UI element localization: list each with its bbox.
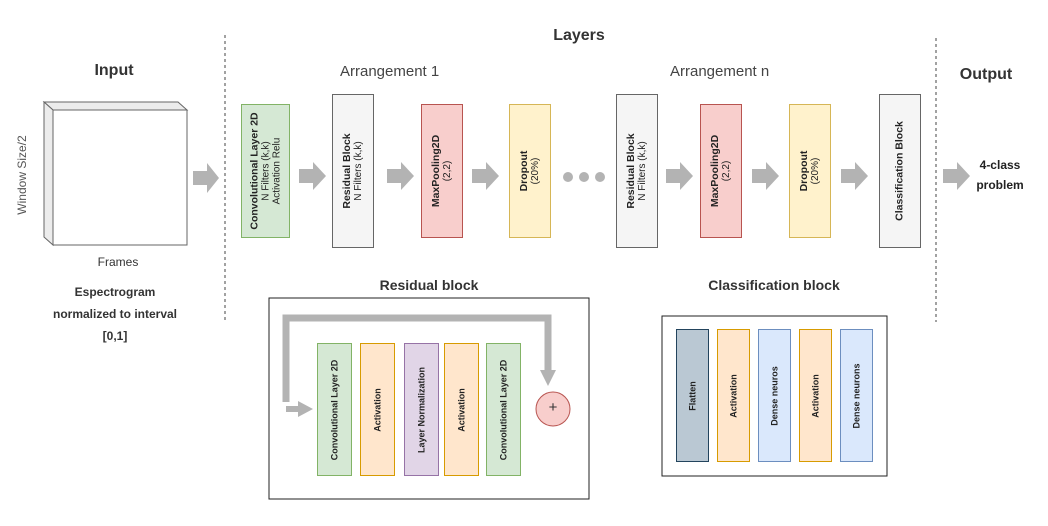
ellipsis-dots <box>563 172 605 182</box>
dropout-2-box: Dropout (20%) <box>789 104 831 238</box>
window-size-label: Window Size/2 <box>15 135 29 215</box>
residual-block-frame <box>268 297 590 500</box>
add-node <box>535 391 571 427</box>
residual-activation-1-label: Activation <box>372 387 382 432</box>
classification-block-frame <box>661 315 888 477</box>
arrangement-1-label: Arrangement 1 <box>340 63 440 80</box>
dropout-2-title: Dropout <box>798 150 810 192</box>
residual-layer-norm-box: Layer Normalization <box>404 343 439 476</box>
classification-block-text: Classification Block <box>893 121 906 221</box>
residual-block-1-filters: N Filters (k,k) <box>353 141 364 201</box>
dropout-1-box: Dropout (20%) <box>509 104 551 238</box>
input-description-line2: normalized to interval <box>52 307 178 321</box>
maxpooling-1-box: MaxPooling2D (2,2) <box>421 104 463 238</box>
conv-layer-text: Convolutional Layer 2D N Filters (k,k) A… <box>248 112 282 230</box>
arrow-class-output <box>943 162 970 190</box>
arrow-pool1-drop1 <box>472 162 499 190</box>
conv-layer-box: Convolutional Layer 2D N Filters (k,k) A… <box>241 104 290 238</box>
dense-2-label: Dense neurons <box>851 362 861 429</box>
dropout-1-rate: (20%) <box>530 157 541 185</box>
input-description-line3: [0,1] <box>102 329 128 343</box>
residual-block-1-box: Residual Block N Filters (k,k) <box>332 94 374 248</box>
residual-layer-norm-label: Layer Normalization <box>416 366 426 453</box>
input-title: Input <box>94 62 134 79</box>
flatten-label: Flatten <box>687 380 697 411</box>
input-description-line1: Espectrogram <box>74 285 156 299</box>
class-activation-2-label: Activation <box>810 373 820 418</box>
dense-2-box: Dense neurons <box>840 329 873 462</box>
maxpooling-2-size: (2,2) <box>721 160 732 182</box>
dropout-2-text: Dropout (20%) <box>798 150 821 192</box>
pipeline-arrows <box>193 162 970 193</box>
maxpooling-1-title: MaxPooling2D <box>430 134 442 208</box>
arrow-res1-pool1 <box>387 162 414 190</box>
residual-conv-2-label: Convolutional Layer 2D <box>498 359 508 460</box>
class-activation-1-label: Activation <box>728 373 738 418</box>
dropout-2-rate: (20%) <box>810 157 821 185</box>
residual-activation-1-box: Activation <box>360 343 395 476</box>
conv-layer-activation: Activation Relu <box>271 137 282 205</box>
maxpooling-1-size: (2,2) <box>442 160 453 182</box>
residual-block-2-box: Residual Block N Filters (k,k) <box>616 94 658 248</box>
add-symbol: + <box>548 399 558 416</box>
skip-connection <box>282 314 556 417</box>
dropout-1-title: Dropout <box>518 150 530 192</box>
classification-block-box: Classification Block <box>879 94 921 248</box>
layers-title: Layers <box>553 27 605 44</box>
input-description: Espectrogram normalized to interval [0,1… <box>30 281 200 347</box>
flatten-box: Flatten <box>676 329 709 462</box>
arrow-input-conv <box>193 163 219 193</box>
classification-block-title: Classification block <box>708 277 840 293</box>
conv-layer-title: Convolutional Layer 2D <box>248 112 260 230</box>
residual-block-1-title: Residual Block <box>341 133 353 209</box>
output-title: Output <box>959 66 1013 83</box>
frames-label: Frames <box>97 255 139 269</box>
residual-block-1-text: Residual Block N Filters (k,k) <box>341 133 364 209</box>
arrow-res2-pool2 <box>666 162 693 190</box>
output-label: 4-class problem <box>970 155 1030 195</box>
maxpooling-2-title: MaxPooling2D <box>709 134 721 208</box>
dense-1-label: Dense neuros <box>769 365 779 426</box>
residual-conv-2-box: Convolutional Layer 2D <box>486 343 521 476</box>
dense-1-box: Dense neuros <box>758 329 791 462</box>
output-line1: 4-class <box>979 158 1021 172</box>
maxpooling-1-text: MaxPooling2D (2,2) <box>430 134 453 208</box>
residual-block-2-title: Residual Block <box>625 133 637 209</box>
maxpooling-2-text: MaxPooling2D (2,2) <box>709 134 732 208</box>
residual-block-title: Residual block <box>379 277 479 293</box>
residual-block-2-text: Residual Block N Filters (k,k) <box>625 133 648 209</box>
arrangement-n-label: Arrangement n <box>670 63 770 80</box>
output-line2: problem <box>976 178 1024 192</box>
arrow-drop2-class <box>841 162 868 190</box>
conv-layer-filters: N Filters (k,k) <box>260 141 271 201</box>
class-activation-2-box: Activation <box>799 329 832 462</box>
maxpooling-2-box: MaxPooling2D (2,2) <box>700 104 742 238</box>
classification-block-label: Classification Block <box>893 121 906 221</box>
residual-conv-1-label: Convolutional Layer 2D <box>329 359 339 460</box>
arrow-conv-res1 <box>299 162 326 190</box>
dropout-1-text: Dropout (20%) <box>518 150 541 192</box>
residual-activation-2-label: Activation <box>456 387 466 432</box>
arrow-pool2-drop2 <box>752 162 779 190</box>
input-cube <box>42 100 189 247</box>
class-activation-1-box: Activation <box>717 329 750 462</box>
residual-block-2-filters: N Filters (k,k) <box>637 141 648 201</box>
residual-conv-1-box: Convolutional Layer 2D <box>317 343 352 476</box>
residual-activation-2-box: Activation <box>444 343 479 476</box>
